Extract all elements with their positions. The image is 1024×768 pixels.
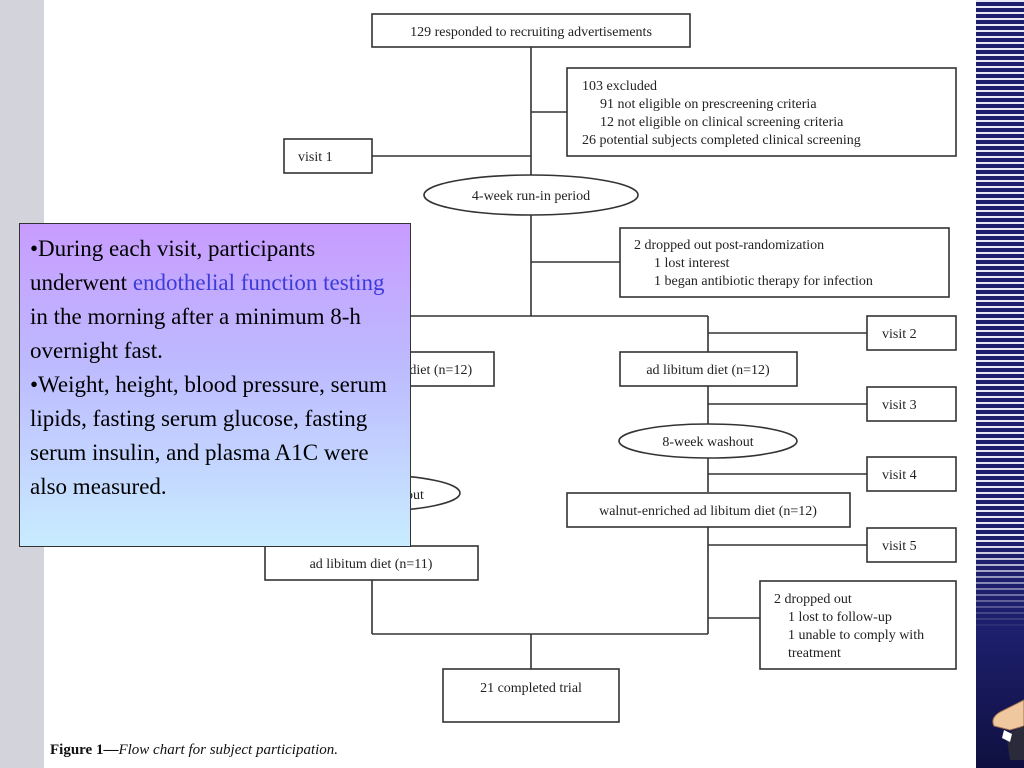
dropped-post-line-3: 1 began antibiotic therapy for infection xyxy=(654,274,873,289)
node-visit3-label: visit 3 xyxy=(882,398,917,413)
excluded-line-2: 91 not eligible on prescreening criteria xyxy=(600,97,817,112)
dropped-out-line-1: 2 dropped out xyxy=(774,592,852,607)
node-responded-label: 129 responded to recruiting advertisemen… xyxy=(410,25,652,40)
node-ad-lib-left-label: ad libitum diet (n=11) xyxy=(310,557,433,572)
excluded-line-4: 26 potential subjects completed clinical… xyxy=(582,133,861,148)
figure-caption: Figure 1—Flow chart for subject particip… xyxy=(50,742,338,759)
excluded-line-3: 12 not eligible on clinical screening cr… xyxy=(600,115,844,130)
callout-bullet-2: •Weight, height, blood pressure, serum l… xyxy=(30,372,387,499)
node-runin: 4-week run-in period xyxy=(423,174,639,216)
node-washout-right-label: 8-week washout xyxy=(662,435,753,450)
node-visit2: visit 2 xyxy=(866,315,957,351)
dropped-post-line-1: 2 dropped out post-randomization xyxy=(634,238,824,253)
figure-caption-label: Figure 1— xyxy=(50,742,119,758)
node-dropped-out: 2 dropped out 1 lost to follow-up 1 unab… xyxy=(759,580,957,670)
node-ad-lib-right: ad libitum diet (n=12) xyxy=(619,351,798,387)
dropped-out-line-4: treatment xyxy=(788,646,841,661)
callout-bullet-1: •During each visit, participants underwe… xyxy=(30,232,402,368)
node-visit3: visit 3 xyxy=(866,386,957,422)
node-completed: 21 completed trial xyxy=(442,668,620,723)
node-visit1-label: visit 1 xyxy=(298,150,333,165)
node-runin-label: 4-week run-in period xyxy=(472,189,590,204)
node-dropped-post: 2 dropped out post-randomization 1 lost … xyxy=(619,227,950,298)
node-walnut-right: walnut-enriched ad libitum diet (n=12) xyxy=(566,492,851,528)
dropped-out-line-2: 1 lost to follow-up xyxy=(788,610,892,625)
handshake-icon xyxy=(992,699,1024,760)
node-visit5: visit 5 xyxy=(866,527,957,563)
figure-caption-text: Flow chart for subject participation. xyxy=(118,742,339,758)
node-responded: 129 responded to recruiting advertisemen… xyxy=(371,13,691,48)
flow-chart: 129 responded to recruiting advertisemen… xyxy=(264,13,957,723)
node-visit2-label: visit 2 xyxy=(882,327,917,342)
node-left-diet-top-label: m diet (n=12) xyxy=(395,363,472,378)
callout-bullet-1-post: in the morning after a minimum 8-h overn… xyxy=(30,304,361,363)
node-visit4-label: visit 4 xyxy=(882,468,917,483)
dropped-post-line-2: 1 lost interest xyxy=(654,256,730,271)
node-completed-label: 21 completed trial xyxy=(480,681,582,696)
callout-highlight-term: endothelial function testing xyxy=(132,270,385,295)
callout-bullet-1-pre: •During each visit, participants underwe… xyxy=(30,236,316,295)
node-walnut-right-label: walnut-enriched ad libitum diet (n=12) xyxy=(599,504,817,519)
node-visit1: visit 1 xyxy=(283,138,373,174)
excluded-line-1: 103 excluded xyxy=(582,79,657,94)
node-ad-lib-left: ad libitum diet (n=11) xyxy=(264,545,479,581)
node-washout-right: 8-week washout xyxy=(618,423,798,459)
info-callout-box: •During each visit, participants underwe… xyxy=(19,223,411,547)
node-visit4: visit 4 xyxy=(866,456,957,492)
node-visit5-label: visit 5 xyxy=(882,539,917,554)
node-ad-lib-right-label: ad libitum diet (n=12) xyxy=(646,363,770,378)
dropped-out-line-3: 1 unable to comply with xyxy=(788,628,924,643)
node-excluded: 103 excluded 91 not eligible on prescree… xyxy=(566,67,957,157)
